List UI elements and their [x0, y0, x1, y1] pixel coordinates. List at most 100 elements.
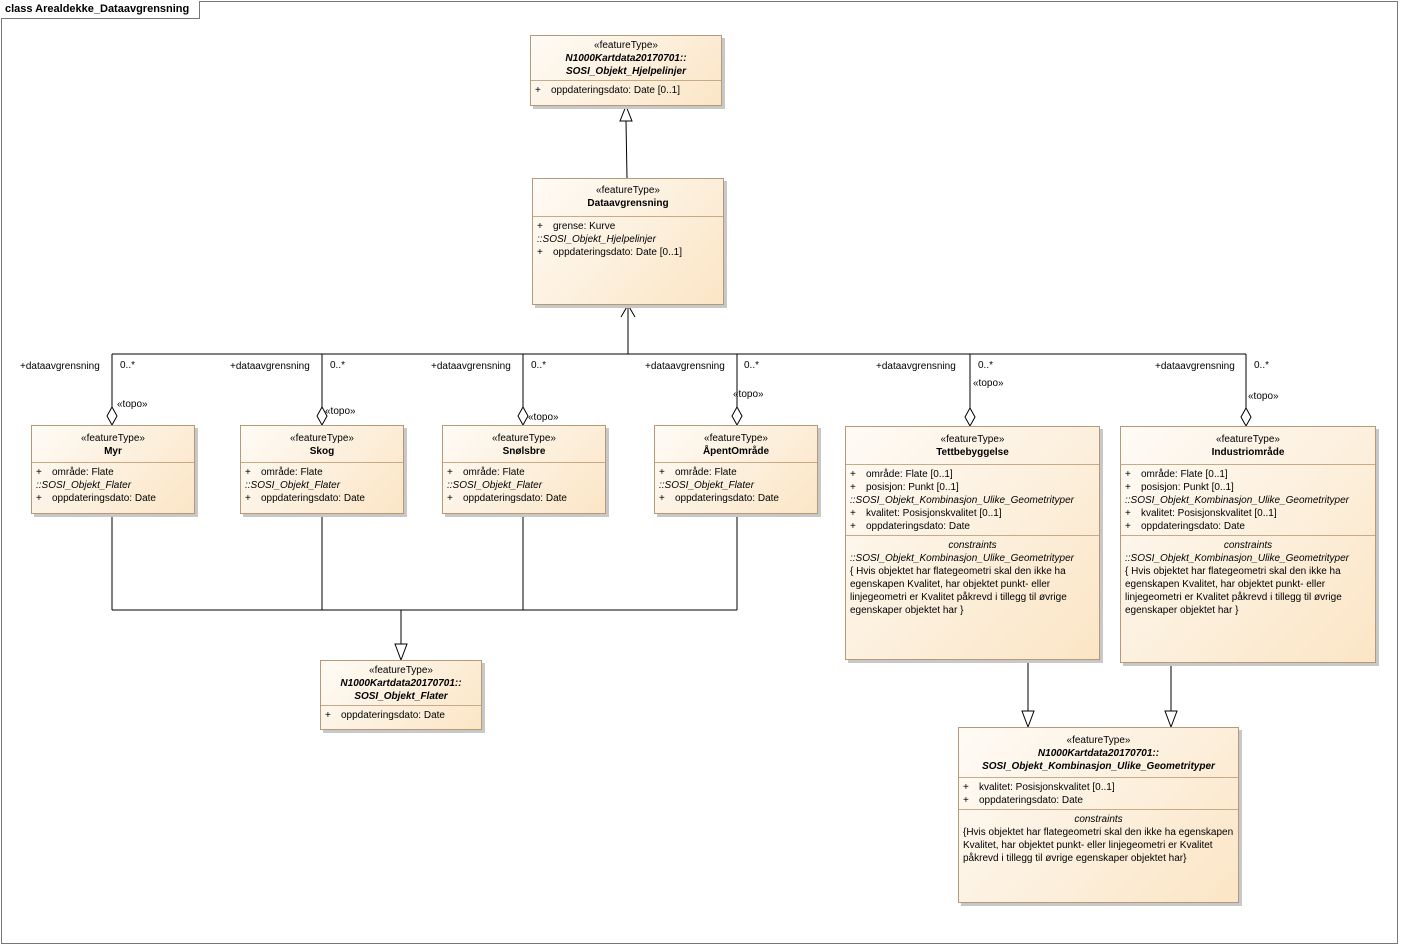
- class-stereotype: «featureType»: [596, 185, 660, 196]
- inherited-from: ::SOSI_Objekt_Flater: [245, 480, 341, 491]
- constraints-title: constraints: [948, 540, 997, 551]
- attribute-row: +oppdateringsdato: Date: [1125, 521, 1245, 532]
- class-snoelsbre[interactable]: «featureType» Snølsbre +område: Flate ::…: [442, 425, 606, 514]
- class-stereotype: «featureType»: [81, 433, 145, 444]
- aggregation-diamond: [1240, 406, 1252, 428]
- class-myr[interactable]: «featureType» Myr +område: Flate ::SOSI_…: [31, 425, 195, 514]
- attribute-row: +oppdateringsdato: Date: [963, 795, 1083, 806]
- constraints-title: constraints: [1074, 814, 1123, 825]
- inherited-from: ::SOSI_Objekt_Kombinasjon_Ulike_Geometri…: [1125, 553, 1349, 564]
- attribute-row: +område: Flate [0..1]: [850, 469, 953, 480]
- inherited-from: ::SOSI_Objekt_Hjelpelinjer: [537, 234, 656, 245]
- class-name: SOSI_Objekt_Flater: [354, 691, 448, 702]
- class-stereotype: «featureType»: [1216, 434, 1280, 445]
- class-name: SOSI_Objekt_Hjelpelinjer: [565, 66, 687, 77]
- role-label: +dataavgrensning: [645, 361, 725, 372]
- attribute-row: +oppdateringsdato: Date: [36, 493, 156, 504]
- attribute-compartment: +grense: Kurve ::SOSI_Objekt_Hjelpelinje…: [533, 216, 723, 261]
- class-stereotype: «featureType»: [1066, 735, 1131, 746]
- attribute-row: +oppdateringsdato: Date: [245, 493, 365, 504]
- diagram-title: class Arealdekke_Dataavgrensning: [1, 1, 201, 19]
- inherited-from: ::SOSI_Objekt_Flater: [659, 480, 755, 491]
- role-label: +dataavgrensning: [230, 361, 310, 372]
- topo-label: «topo»: [973, 378, 1004, 389]
- attribute-compartment: +område: Flate ::SOSI_Objekt_Flater +opp…: [655, 462, 817, 507]
- attribute-row: +oppdateringsdato: Date [0..1]: [535, 85, 680, 96]
- inherited-from: ::SOSI_Objekt_Kombinasjon_Ulike_Geometri…: [850, 495, 1074, 506]
- attribute-compartment: +område: Flate [0..1] +posisjon: Punkt […: [846, 464, 1099, 535]
- aggregation-diamond: [731, 405, 743, 427]
- generalization-arrowhead: [1021, 710, 1035, 729]
- attribute-compartment: +område: Flate [0..1] +posisjon: Punkt […: [1121, 464, 1375, 535]
- attribute-row: +posisjon: Punkt [0..1]: [850, 482, 959, 493]
- class-sosi-objekt-flater[interactable]: «featureType» N1000Kartdata20170701:: SO…: [320, 660, 482, 730]
- class-sosi-objekt-kombinasjon[interactable]: «featureType» N1000Kartdata20170701:: SO…: [958, 727, 1239, 903]
- class-industriomraade[interactable]: «featureType» Industriområde +område: Fl…: [1120, 426, 1376, 663]
- multiplicity-label: 0..*: [1254, 360, 1270, 371]
- multiplicity-label: 0..*: [531, 360, 547, 371]
- generalization-arrowhead: [394, 643, 408, 662]
- role-label: +dataavgrensning: [876, 361, 956, 372]
- multiplicity-label: 0..*: [744, 360, 760, 371]
- class-name: N1000Kartdata20170701::: [1037, 748, 1160, 759]
- class-name: N1000Kartdata20170701::: [565, 53, 687, 64]
- attribute-row: +oppdateringsdato: Date: [850, 521, 970, 532]
- class-tettbebyggelse[interactable]: «featureType» Tettbebyggelse +område: Fl…: [845, 426, 1100, 660]
- attribute-compartment: +område: Flate ::SOSI_Objekt_Flater +opp…: [241, 462, 403, 507]
- class-name: N1000Kartdata20170701::: [340, 678, 462, 689]
- attribute-row: +kvalitet: Posisjonskvalitet [0..1]: [963, 782, 1115, 793]
- attribute-row: +oppdateringsdato: Date: [447, 493, 567, 504]
- class-stereotype: «featureType»: [492, 433, 556, 444]
- class-name: Myr: [104, 446, 122, 457]
- class-name: ÅpentOmråde: [702, 446, 770, 457]
- constraint-compartment: constraints ::SOSI_Objekt_Kombinasjon_Ul…: [846, 535, 1099, 619]
- aggregation-diamond: [106, 405, 118, 427]
- generalization-line: [625, 120, 628, 179]
- attribute-compartment: +kvalitet: Posisjonskvalitet [0..1] +opp…: [959, 777, 1238, 809]
- attribute-row: +kvalitet: Posisjonskvalitet [0..1]: [1125, 508, 1277, 519]
- topo-label: «topo»: [117, 399, 148, 410]
- multiplicity-label: 0..*: [978, 360, 994, 371]
- topo-label: «topo»: [733, 389, 764, 400]
- attribute-compartment: +område: Flate ::SOSI_Objekt_Flater +opp…: [443, 462, 605, 507]
- attribute-compartment: +oppdateringsdato: Date [0..1]: [531, 80, 721, 99]
- attribute-compartment: +område: Flate ::SOSI_Objekt_Flater +opp…: [32, 462, 194, 507]
- attribute-row: +område: Flate: [447, 467, 525, 478]
- class-sosi-objekt-hjelpelinjer[interactable]: «featureType» N1000Kartdata20170701:: SO…: [530, 35, 722, 106]
- attribute-row: +område: Flate [0..1]: [1125, 469, 1228, 480]
- topo-label: «topo»: [325, 406, 356, 417]
- aggregation-diamond: [964, 406, 976, 428]
- generalization-arrowhead: [619, 104, 633, 122]
- class-stereotype: «featureType»: [940, 434, 1005, 445]
- class-aapentomraade[interactable]: «featureType» ÅpentOmråde +område: Flate…: [654, 425, 818, 514]
- class-name: Industriområde: [1211, 447, 1285, 458]
- role-label: +dataavgrensning: [1155, 361, 1235, 372]
- class-name: Dataavgrensning: [587, 198, 669, 209]
- topo-label: «topo»: [528, 412, 559, 423]
- attribute-row: +posisjon: Punkt [0..1]: [1125, 482, 1234, 493]
- attribute-row: +grense: Kurve: [537, 221, 616, 232]
- aggregation-diamond: [517, 405, 529, 427]
- attribute-row: +kvalitet: Posisjonskvalitet [0..1]: [850, 508, 1002, 519]
- constraint-compartment: constraints {Hvis objektet har flategeom…: [959, 809, 1238, 867]
- attribute-row: +område: Flate: [659, 467, 737, 478]
- class-dataavgrensning[interactable]: «featureType» Dataavgrensning +grense: K…: [532, 178, 724, 305]
- attribute-compartment: +oppdateringsdato: Date: [321, 705, 481, 724]
- class-name: Snølsbre: [502, 446, 546, 457]
- constraints-title: constraints: [1223, 540, 1273, 551]
- attribute-row: +oppdateringsdato: Date: [325, 710, 445, 721]
- inherited-from: ::SOSI_Objekt_Flater: [447, 480, 543, 491]
- attribute-row: +oppdateringsdato: Date [0..1]: [537, 247, 682, 258]
- multiplicity-label: 0..*: [120, 360, 136, 371]
- constraint-text: {Hvis objektet har flategeometri skal de…: [963, 827, 1234, 864]
- class-name: Tettbebyggelse: [936, 447, 1009, 458]
- class-skog[interactable]: «featureType» Skog +område: Flate ::SOSI…: [240, 425, 404, 514]
- constraint-text: { Hvis objektet har flategeometri skal d…: [1125, 566, 1342, 616]
- attribute-row: +område: Flate: [245, 467, 323, 478]
- constraint-compartment: constraints ::SOSI_Objekt_Kombinasjon_Ul…: [1121, 535, 1375, 619]
- class-name: SOSI_Objekt_Kombinasjon_Ulike_Geometrity…: [982, 761, 1215, 772]
- inherited-from: ::SOSI_Objekt_Kombinasjon_Ulike_Geometri…: [850, 553, 1074, 564]
- inherited-from: ::SOSI_Objekt_Flater: [36, 480, 132, 491]
- class-stereotype: «featureType»: [704, 433, 768, 444]
